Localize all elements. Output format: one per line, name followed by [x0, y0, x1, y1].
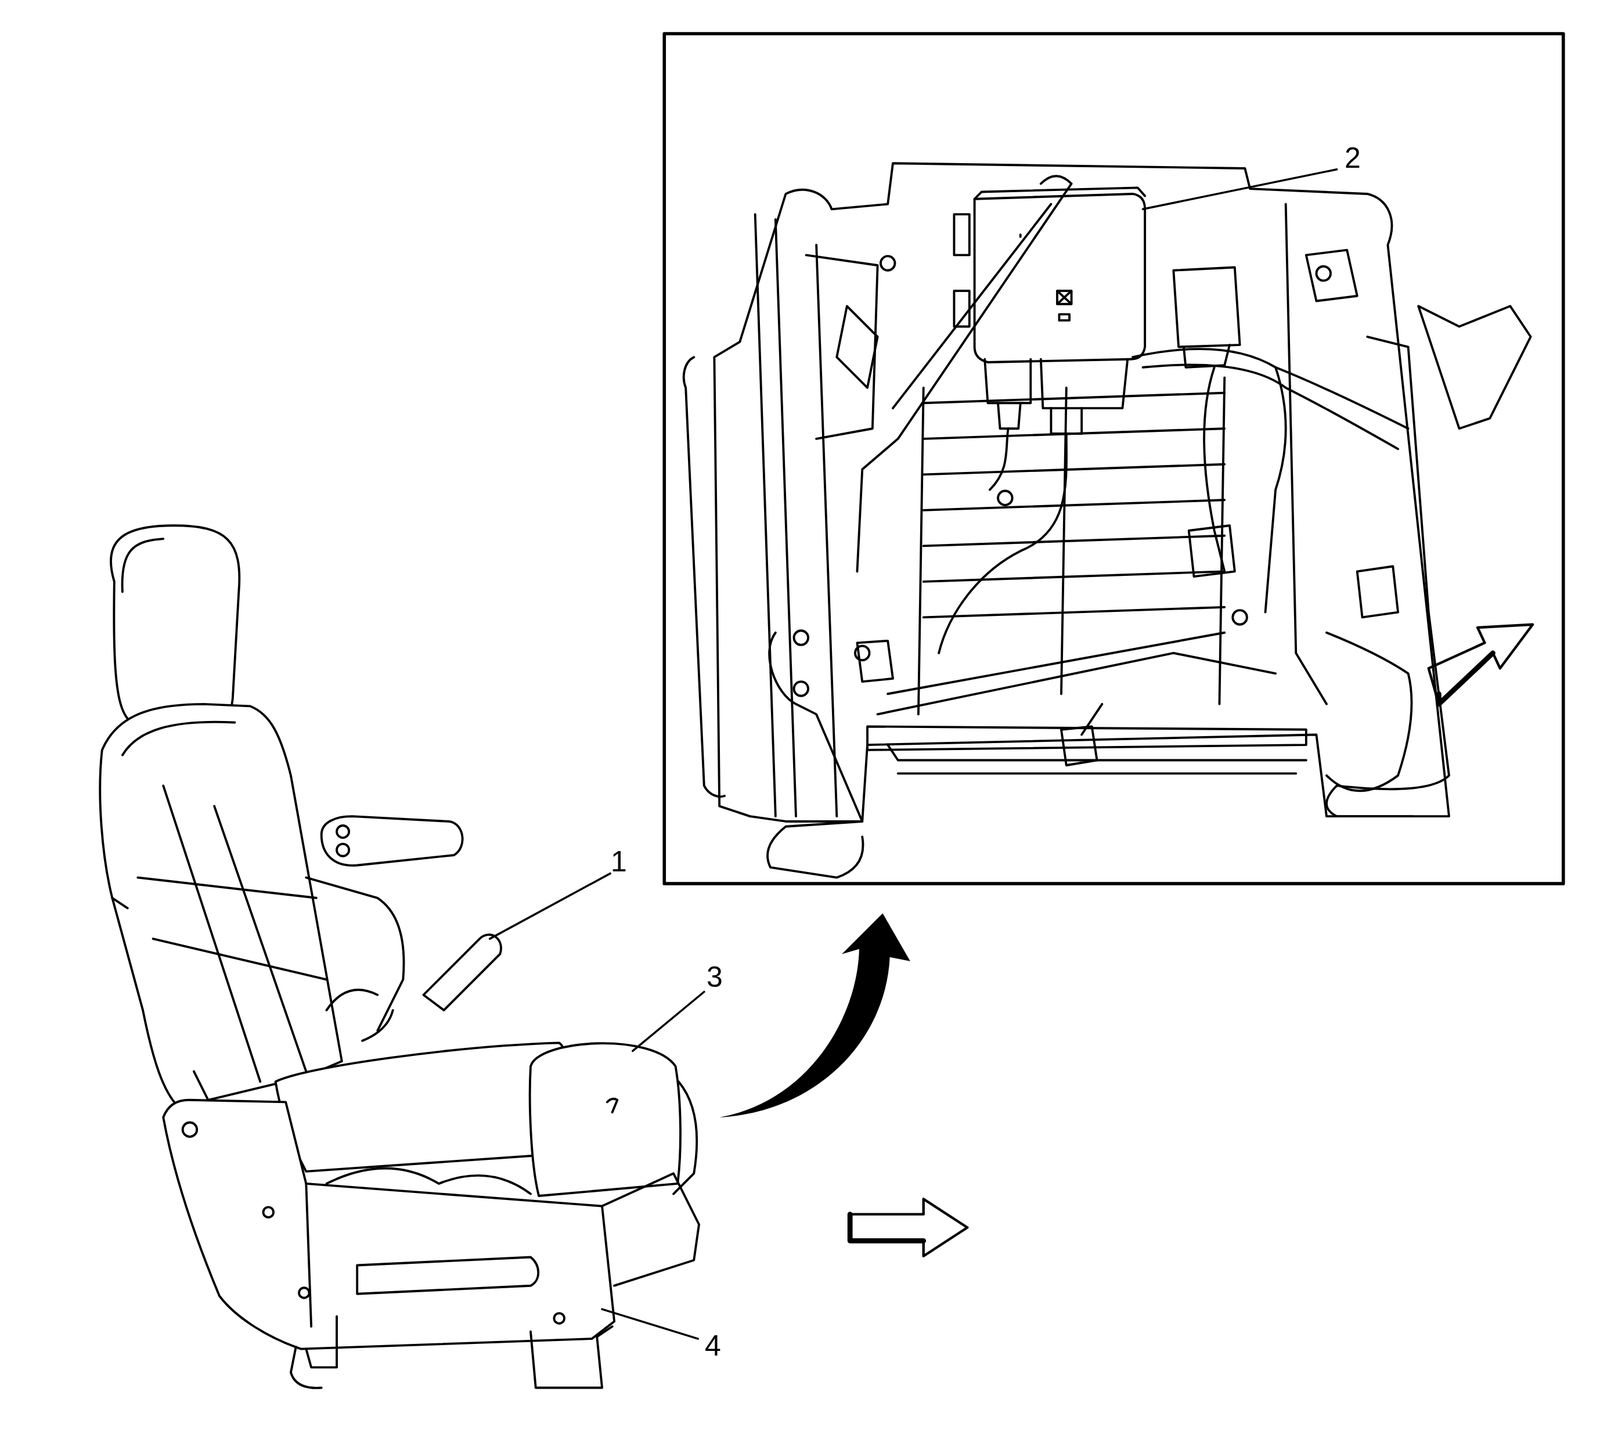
direction-arrow [1428, 624, 1533, 705]
callout-number: 1 [610, 847, 627, 877]
leader-lines [489, 169, 1338, 1339]
seat-assembly [99, 525, 699, 1389]
callout-number: 3 [706, 962, 723, 992]
direction-arrow [849, 1198, 968, 1256]
zoom-arrow [719, 913, 911, 1118]
callout-number: 2 [1344, 143, 1361, 173]
callout-number: 4 [704, 1331, 722, 1361]
seat-frame-inset [683, 163, 1531, 878]
inset-frame [664, 33, 1564, 884]
